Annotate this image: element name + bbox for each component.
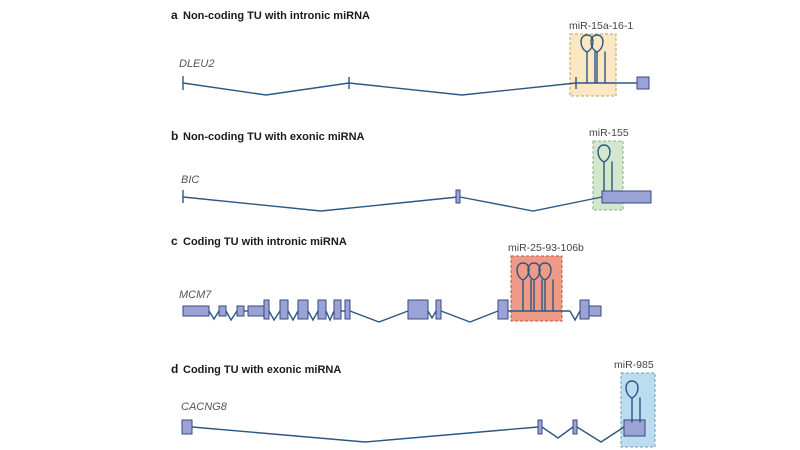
panel-c-exon-14 (579, 299, 590, 320)
panel-c-gene-name: MCM7 (179, 289, 212, 301)
panel-d-exon-2 (537, 419, 543, 435)
panel-b-intron-1 (182, 196, 459, 212)
panel-d-exon-3 (572, 419, 578, 435)
panel-d-letter: d (171, 362, 178, 376)
panel-c-intron-6 (307, 310, 319, 322)
panel-a-title: Non-coding TU with intronic miRNA (183, 10, 370, 22)
panel-c: c Coding TU with intronic miRNA MCM7 miR… (171, 234, 602, 323)
panel-c-intron-2 (225, 310, 238, 322)
panel-c-title: Coding TU with intronic miRNA (183, 236, 347, 248)
panel-d-intron-2 (541, 426, 574, 439)
panel-c-exon-15 (588, 305, 602, 317)
panel-a-intron-1 (182, 82, 350, 96)
panel-c-exon-12 (435, 299, 442, 320)
panel-c-intron-10 (427, 310, 437, 320)
panel-c-exon-3 (236, 305, 245, 317)
panel-d-gene-name: CACNG8 (181, 401, 228, 413)
panel-b-title: Non-coding TU with exonic miRNA (183, 131, 365, 143)
panel-d-mirna-label: miR-985 (614, 359, 654, 371)
panel-b-intron-2 (459, 196, 603, 212)
panel-c-letter: c (171, 234, 178, 248)
panel-c-exon-7 (297, 299, 309, 320)
panel-a-hairpin-2 (590, 34, 606, 84)
panel-c-exon-4 (247, 305, 267, 317)
panel-d-exon-1 (181, 419, 193, 435)
panel-d-intron-3 (576, 426, 625, 443)
panel-c-exon-10 (344, 299, 351, 320)
panel-a-letter: a (171, 8, 178, 22)
panel-c-mirna-label: miR-25-93-106b (508, 242, 584, 254)
panel-c-intron-4 (268, 310, 281, 322)
panel-c-exon-13 (497, 299, 509, 320)
panel-c-intron-7 (325, 310, 335, 322)
panel-c-intron-13 (569, 310, 581, 322)
panel-c-exon-6 (279, 299, 289, 320)
panel-c-intron-1 (208, 310, 220, 321)
panel-c-intron-5 (287, 310, 299, 322)
panel-a-exon-4 (636, 76, 650, 90)
panel-b: b Non-coding TU with exonic miRNA BIC mi… (171, 127, 652, 212)
panel-b-letter: b (171, 129, 178, 143)
panel-c-exon-8 (317, 299, 327, 320)
panel-a: a Non-coding TU with intronic miRNA DLEU… (171, 8, 650, 97)
panel-d-hairpin (625, 380, 641, 423)
panel-d: d Coding TU with exonic miRNA CACNG8 miR… (171, 359, 656, 448)
panel-b-gene-name: BIC (181, 174, 199, 186)
panel-c-intron-9 (349, 310, 409, 323)
panel-d-intron-1 (191, 426, 539, 443)
panel-b-mirna-label: miR-155 (589, 127, 629, 139)
panel-b-exon-2 (455, 189, 461, 204)
panel-a-gene-name: DLEU2 (179, 58, 214, 70)
panel-d-title: Coding TU with exonic miRNA (183, 364, 341, 376)
panel-c-exon-5 (263, 299, 270, 320)
panel-b-hairpin (597, 144, 613, 192)
panel-c-exon-2 (218, 305, 227, 317)
panel-c-exon-1 (182, 305, 210, 317)
panel-c-intron-11 (440, 310, 499, 323)
panel-c-hairpin-3 (538, 262, 554, 312)
panel-a-intron-2 (348, 82, 577, 96)
panel-c-exon-11 (407, 299, 429, 320)
panel-d-exon-4 (623, 419, 646, 437)
panel-b-exon-3 (601, 190, 652, 204)
panel-a-mirna-label: miR-15a-16-1 (569, 20, 633, 32)
panel-c-exon-9 (333, 299, 342, 320)
